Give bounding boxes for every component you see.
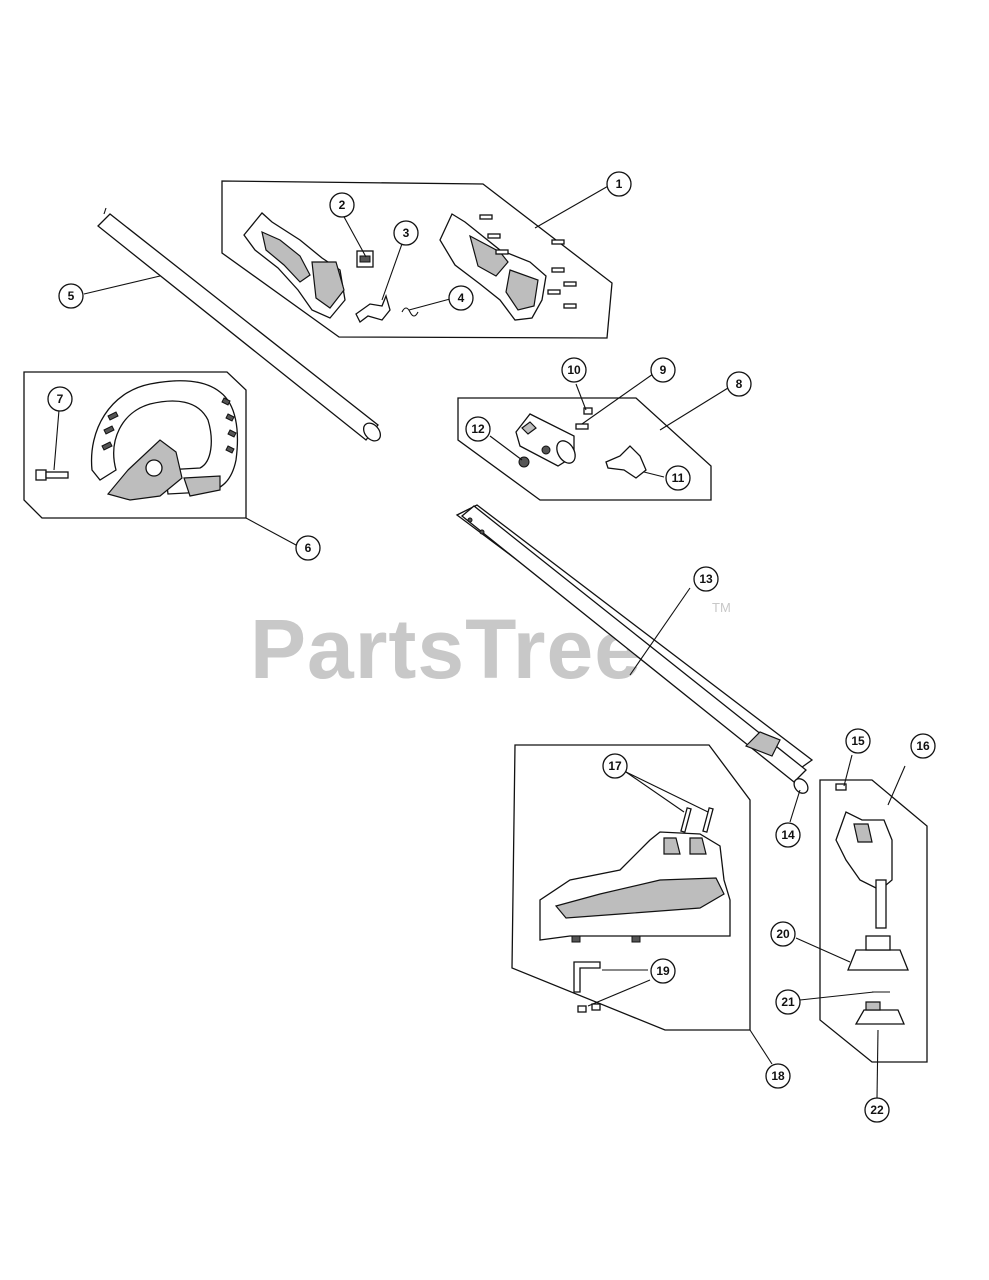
svg-text:22: 22 [870,1103,884,1117]
svg-text:15: 15 [851,734,865,748]
part-hex-wrench-and-screws[interactable] [573,961,601,1013]
callout-12: 12 [465,416,491,442]
svg-text:12: 12 [471,422,485,436]
callout-11: 11 [665,465,691,491]
callout-2: 2 [329,192,355,218]
callout-7: 7 [47,386,73,412]
callout-22: 22 [864,1097,890,1123]
part-knob[interactable] [605,445,647,479]
callout-5: 5 [58,283,84,309]
svg-text:9: 9 [660,363,667,377]
callout-10: 10 [561,357,587,383]
part-gearbox-screw[interactable] [835,783,847,791]
watermark-trademark: TM [712,600,731,615]
callout-17: 17 [602,753,628,779]
svg-text:16: 16 [916,739,930,753]
svg-text:10: 10 [567,363,581,377]
callout-4: 4 [448,285,474,311]
part-trimmer-spool-housing[interactable] [847,935,909,971]
callout-6: 6 [295,535,321,561]
callout-3: 3 [393,220,419,246]
part-bump-knob[interactable] [854,1001,905,1025]
svg-text:14: 14 [781,828,795,842]
part-assist-handle-bolt[interactable] [35,469,69,481]
callout-21: 21 [775,989,801,1015]
callout-18: 18 [765,1063,791,1089]
callout-8: 8 [726,371,752,397]
svg-text:3: 3 [403,226,410,240]
callout-1: 1 [606,171,632,197]
callout-9: 9 [650,357,676,383]
svg-text:18: 18 [771,1069,785,1083]
part-screws-housing[interactable] [479,214,577,309]
svg-text:1: 1 [616,177,623,191]
svg-text:20: 20 [776,927,790,941]
svg-text:13: 13 [699,572,713,586]
svg-text:4: 4 [458,291,465,305]
part-guard[interactable] [539,831,731,943]
svg-text:6: 6 [305,541,312,555]
part-coupler[interactable] [515,413,579,467]
callout-14: 14 [775,822,801,848]
part-coupler-nut[interactable] [583,407,593,415]
part-assist-handle[interactable] [90,380,239,501]
callout-13: 13 [693,566,719,592]
callout-15: 15 [845,728,871,754]
callout-20: 20 [770,921,796,947]
part-spring[interactable] [401,307,419,317]
group-frame-handle-housing [221,180,613,339]
part-guard-pins[interactable] [680,807,714,833]
part-gearbox[interactable] [835,811,893,929]
callout-19: 19 [650,958,676,984]
part-handle-right-half[interactable] [439,213,547,321]
svg-text:19: 19 [656,964,670,978]
svg-text:7: 7 [57,392,64,406]
part-trigger[interactable] [355,293,391,323]
group-frame-coupler [457,397,712,501]
part-coupler-bolt[interactable] [575,423,589,430]
part-switch[interactable] [356,250,374,268]
svg-text:17: 17 [608,759,622,773]
part-handle-left-half[interactable] [243,212,346,319]
callout-16: 16 [910,733,936,759]
svg-text:8: 8 [736,377,743,391]
group-frame-gearbox [819,779,928,1063]
svg-text:21: 21 [781,995,795,1009]
svg-text:5: 5 [68,289,75,303]
svg-text:2: 2 [339,198,346,212]
leader-lines [53,184,906,1099]
svg-text:11: 11 [672,471,685,485]
watermark-text: PartsTree [250,602,642,696]
part-lower-shaft[interactable] [460,505,807,783]
part-upper-shaft[interactable] [97,207,384,444]
part-shaft-end[interactable] [791,776,810,796]
